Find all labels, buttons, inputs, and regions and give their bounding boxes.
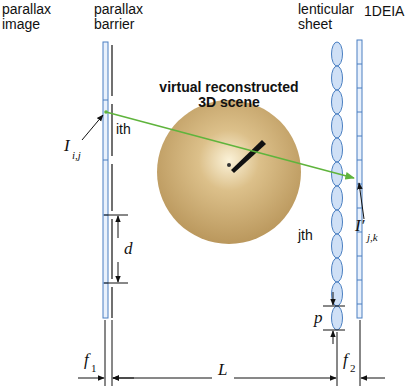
- sphere-point: [227, 163, 231, 167]
- dimension-label: d: [124, 241, 133, 256]
- light-ray: [106, 112, 354, 178]
- leader-arrow: [82, 115, 103, 140]
- eia-plate: [357, 40, 362, 318]
- dimension-label: p: [314, 310, 323, 325]
- subscript-label: 1: [91, 361, 97, 376]
- index-label: jth: [298, 228, 313, 243]
- ray-origin: [104, 110, 108, 114]
- sheet-label: lenticular sheet: [298, 2, 368, 32]
- scene-label: virtual reconstructed 3D scene: [149, 80, 309, 110]
- plate-label: 1DEIA: [364, 4, 404, 19]
- dimension-label: f: [343, 352, 348, 367]
- subscript-label: 2: [350, 361, 356, 376]
- barrier-label: parallax barrier: [94, 2, 158, 32]
- symbol-label: I: [64, 138, 70, 153]
- index-label: ith: [116, 122, 131, 137]
- dimension-label: L: [218, 362, 227, 377]
- lenticular-sheet: [332, 42, 343, 330]
- plate-ticks: [103, 100, 108, 283]
- parallax-barrier: [111, 45, 112, 318]
- pitch-p-dimension: [323, 292, 345, 344]
- dimension-label: f: [84, 352, 89, 367]
- reconstructed-sphere: [157, 100, 301, 244]
- plate-label: parallax image: [2, 2, 66, 32]
- parallax-image-plate: [103, 42, 108, 318]
- subscript-label: j,k: [367, 230, 378, 245]
- sphere-stick: [231, 140, 266, 173]
- subscript-label: i,j: [72, 148, 81, 163]
- leader-arrow: [359, 183, 364, 219]
- symbol-label: I′: [355, 218, 364, 233]
